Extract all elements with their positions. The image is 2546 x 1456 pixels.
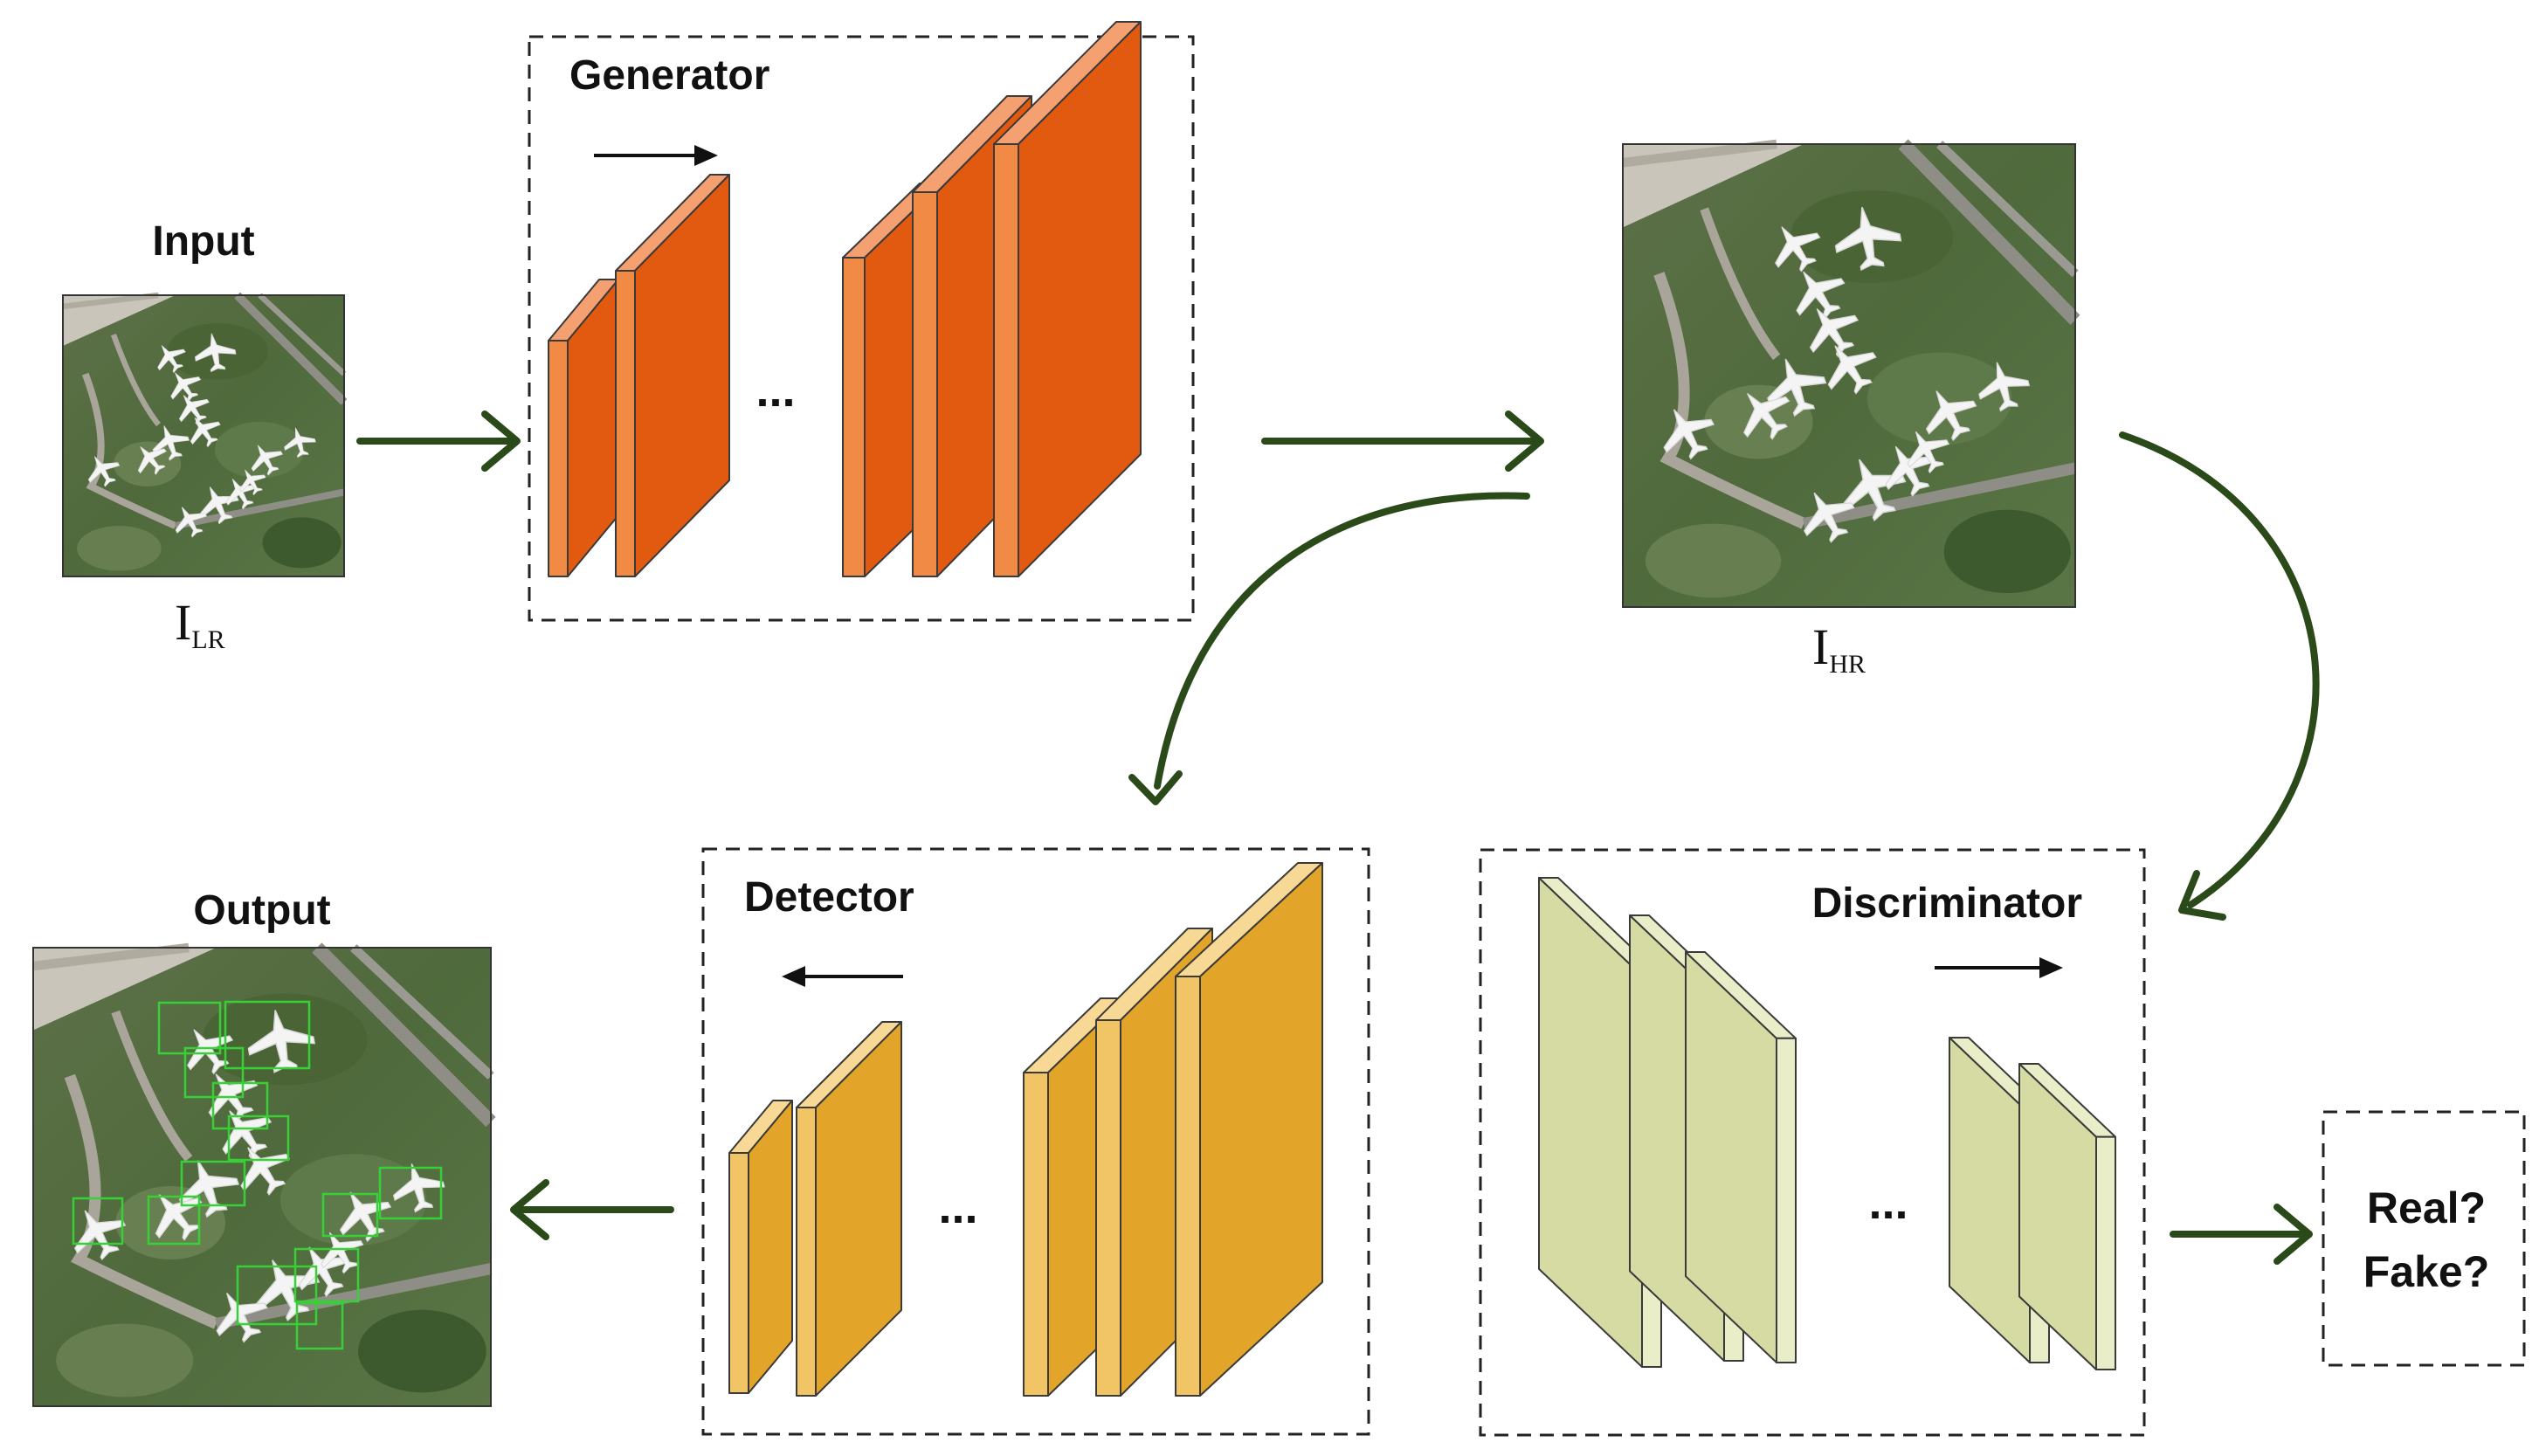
- layer-slab: [1685, 951, 1797, 1363]
- input-label: Input: [152, 218, 254, 265]
- detector-direction-arrow: [782, 966, 903, 987]
- detection-box: [224, 1000, 311, 1070]
- arrow-hr-to-detector: [1128, 492, 1530, 805]
- layer-slab: [796, 1021, 902, 1397]
- layer-slab: [1175, 862, 1323, 1397]
- arrow-input-to-generator: [356, 411, 521, 472]
- layer-slab: [993, 21, 1142, 577]
- layer-slab: [615, 174, 730, 577]
- detection-box: [295, 1301, 344, 1350]
- detector-label: Detector: [744, 874, 914, 921]
- hr-symbol-letter: I: [1812, 618, 1829, 675]
- detection-box: [321, 1192, 379, 1238]
- input-image: [63, 295, 344, 576]
- input-symbol: ILR: [175, 594, 225, 654]
- hr-symbol-subscript: HR: [1829, 650, 1866, 679]
- output-label: Output: [193, 887, 330, 934]
- discriminator-label: Discriminator: [1812, 880, 2082, 927]
- detector-box: [701, 847, 1370, 1436]
- layer-slab: [548, 279, 619, 577]
- layer-slab: [728, 1100, 793, 1394]
- decision-box: [2322, 1110, 2526, 1367]
- detection-boxes: [72, 1000, 443, 1350]
- detector-layers: [728, 862, 1323, 1397]
- discriminator-layers: [1538, 877, 2116, 1370]
- generator-direction-arrow: [594, 145, 718, 166]
- generator-ellipsis: ...: [756, 364, 795, 417]
- detection-box: [236, 1265, 318, 1326]
- output-image: [33, 948, 491, 1406]
- discriminator-ellipsis: ...: [1868, 1177, 1908, 1229]
- detection-box: [211, 1081, 269, 1130]
- hr-image: [1623, 144, 2075, 607]
- hr-symbol: IHR: [1812, 618, 1866, 679]
- detection-box: [180, 1160, 246, 1207]
- discriminator-direction-arrow: [1935, 957, 2063, 978]
- detection-box: [293, 1247, 360, 1303]
- layer-slab: [2018, 1063, 2116, 1370]
- detection-box: [227, 1114, 290, 1162]
- detector-ellipsis: ...: [938, 1181, 977, 1233]
- discriminator-box: [1479, 848, 2146, 1437]
- arrow-hr-to-discriminator: [2119, 431, 2320, 921]
- input-symbol-letter: I: [175, 594, 191, 651]
- detection-box: [378, 1166, 443, 1220]
- input-image-frame: [62, 294, 345, 577]
- arrow-discriminator-to-decision: [2170, 1204, 2313, 1265]
- decision-fake: Fake?: [2363, 1247, 2490, 1296]
- arrow-detector-to-output: [510, 1179, 674, 1240]
- decision-real: Real?: [2367, 1183, 2486, 1232]
- generator-layers: [548, 21, 1142, 577]
- detection-box: [72, 1197, 124, 1246]
- generator-box: [528, 35, 1195, 622]
- detection-box: [157, 1001, 222, 1055]
- generator-label: Generator: [569, 52, 769, 99]
- detection-box: [147, 1195, 201, 1246]
- input-symbol-subscript: LR: [191, 625, 224, 654]
- arrow-generator-to-hr: [1261, 411, 1544, 472]
- output-image-frame: [32, 947, 492, 1407]
- hr-image-frame: [1622, 143, 2076, 608]
